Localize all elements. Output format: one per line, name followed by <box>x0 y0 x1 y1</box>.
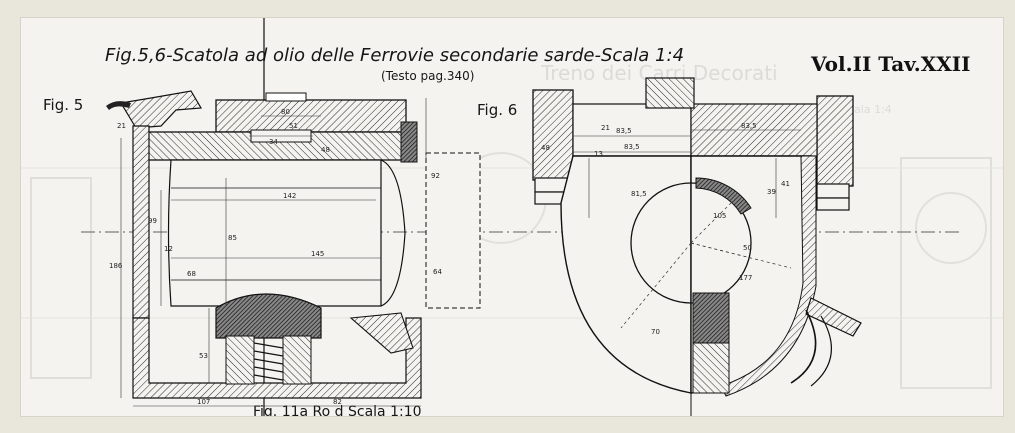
fig6-radius-lines <box>620 202 792 329</box>
fig6-dim-83-5-b: 83,5 <box>624 143 640 151</box>
fig6-dim-81-5: 81,5 <box>631 190 647 198</box>
fig5-right-seal <box>400 121 418 163</box>
fig6-dim-48: 48 <box>541 144 550 152</box>
fig5-lid-hook <box>106 101 131 110</box>
fig5-dim-21: 21 <box>117 122 126 130</box>
plate-title: Fig.5,6-Scatola ad olio delle Ferrovie s… <box>105 45 684 66</box>
fig6-journal-circle <box>630 182 752 304</box>
fig5-lid-lever <box>120 90 203 129</box>
technical-drawing: Treno dei Carri Decorati Scala 1:4 Fig.5… <box>21 18 1003 416</box>
fig5-dim-34: 34 <box>269 138 278 146</box>
fig5-dim-64: 64 <box>433 268 442 276</box>
fig6-dim-105: 105 <box>713 212 726 220</box>
fig6-dim-41: 41 <box>781 180 790 188</box>
fig5-dim-12: 12 <box>164 245 173 253</box>
fig5-axle-body <box>425 152 481 309</box>
fig5-spring <box>253 342 284 381</box>
fig5-dim-80: 80 <box>281 108 290 116</box>
fig6-lid-hinge <box>645 77 695 109</box>
fig5-dim-85: 85 <box>228 234 237 242</box>
fig6-dim-21: 21 <box>601 124 610 132</box>
fig5-dim-107: 107 <box>197 398 210 406</box>
text-reference: (Testo pag.340) <box>381 69 474 83</box>
fig5-pad-holder-left <box>225 335 255 385</box>
fig6-right-wall <box>720 155 817 397</box>
fig6-top-cover-left <box>572 103 692 157</box>
fig5-oil-sump <box>132 317 422 399</box>
fig5-dim-92: 92 <box>431 172 440 180</box>
fig5-right-rib <box>349 312 414 354</box>
fig5-top-boss <box>265 92 307 102</box>
fig6-pad-holder <box>692 342 730 394</box>
fig5-dim-99: 99 <box>148 217 157 225</box>
fig5-section-view: 80 51 34 21 48 142 99 85 12 145 186 68 5… <box>106 90 481 407</box>
fig6-dimension-lines <box>573 129 801 218</box>
fig5-dim-186: 186 <box>109 262 123 270</box>
fig5-dim-68: 68 <box>187 270 196 278</box>
fig6-dim-70: 70 <box>651 328 660 336</box>
drawing-sheet: Treno dei Carri Decorati Scala 1:4 Fig.5… <box>20 17 1004 417</box>
fig5-dim-145: 145 <box>311 250 324 258</box>
fig6-dim-83-5-c: 83,5 <box>741 122 757 130</box>
fig5-pad-holder-right <box>282 335 312 385</box>
fig6-dim-39: 39 <box>767 188 776 196</box>
volume-plate-label: Vol.II Tav.XXII <box>810 52 971 76</box>
fig6-dim-83-5-a: 83,5 <box>616 127 632 135</box>
fig6-section-view: 83,5 83,5 83,5 81,5 21 48 13 105 50 177 … <box>532 77 862 397</box>
fig5-dim-48: 48 <box>321 146 330 154</box>
fig5-label: Fig. 5 <box>43 96 83 114</box>
fig5-dim-51: 51 <box>289 122 298 130</box>
fig6-left-bolt-boss <box>532 89 574 181</box>
fig6-oil-pad <box>692 292 730 344</box>
bleed-scale: Scala 1:4 <box>841 103 892 116</box>
fig5-journal <box>167 159 382 307</box>
fig5-dim-82: 82 <box>333 398 342 406</box>
fig6-right-nut <box>816 183 850 199</box>
fig5-dimension-lines <box>120 98 427 407</box>
fig5-dim-53: 53 <box>199 352 208 360</box>
fig5-dim-142: 142 <box>283 192 296 200</box>
fig6-dim-177: 177 <box>739 274 752 282</box>
fig6-dim-50: 50 <box>743 244 752 252</box>
fig5-left-wall <box>132 125 150 319</box>
fig6-filler-spout <box>805 297 862 337</box>
fig6-right-bolt-boss <box>816 95 854 187</box>
fig6-bearing-arc <box>695 177 752 215</box>
fig6-dim-13: 13 <box>594 150 603 158</box>
bottom-caption: Fig. 11a Ro d Scala 1:10 <box>253 404 422 416</box>
fig5-oil-pad <box>215 293 322 339</box>
fig6-label: Fig. 6 <box>477 101 517 119</box>
fig6-right-washer <box>816 197 850 211</box>
fig6-body-left-half <box>560 155 692 394</box>
